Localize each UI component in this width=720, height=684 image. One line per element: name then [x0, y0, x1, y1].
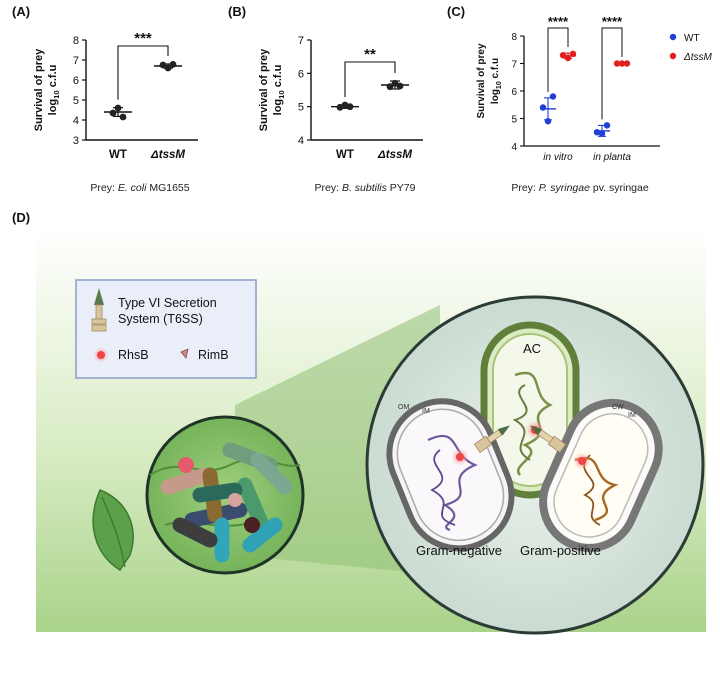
rhsb-core — [97, 351, 105, 359]
y-tick-label: 4 — [73, 115, 79, 127]
y-axis-label-line2: log10 c.f.u — [47, 65, 61, 116]
data-point — [114, 104, 122, 112]
data-point — [109, 109, 117, 117]
label-ac: AC — [523, 341, 541, 356]
x-tick-label-0: in vitro — [543, 152, 573, 163]
legend-wt-marker — [669, 33, 677, 41]
gram-positive-cell: CW IM Gram-positive — [520, 398, 663, 558]
t6ss-syringe-left — [473, 425, 511, 453]
data-point — [623, 60, 631, 67]
rimb-icon — [180, 348, 189, 359]
gram-negative-cell: OM IM Gram-negative — [386, 398, 515, 558]
diagram-d: Type VI Secretion System (T6SS) RhsB Rim… — [36, 230, 706, 635]
y-tick-label: 6 — [511, 87, 517, 98]
legend-t6ss-line1: Type VI Secretion — [118, 296, 217, 310]
data-point — [386, 83, 394, 91]
x-tick-label-1: ΔtssM — [377, 149, 412, 161]
data-point — [618, 60, 626, 67]
x-tick-label-0: WT — [336, 149, 354, 161]
y-tick-label: 7 — [511, 60, 517, 71]
y-tick-label: 8 — [511, 32, 517, 43]
caption-b: Prey: B. subtilis PY79 — [314, 182, 416, 194]
significance-label: **** — [548, 14, 569, 29]
panel-label-b: (B) — [228, 4, 247, 19]
diagram-legend: Type VI Secretion System (T6SS) RhsB Rim… — [75, 279, 257, 379]
y-tick-label: 6 — [73, 75, 79, 87]
y-tick-label: 4 — [298, 135, 304, 147]
panel-label-d: (D) — [12, 210, 31, 225]
significance-bracket — [547, 27, 569, 92]
data-point — [549, 93, 557, 100]
y-tick-label: 7 — [73, 55, 79, 67]
t6ss-icon — [91, 288, 107, 332]
significance-label: **** — [602, 14, 623, 29]
data-point — [593, 129, 601, 136]
x-tick-label-1: ΔtssM — [150, 149, 185, 161]
data-point — [559, 52, 567, 59]
legend-t6ss-line2: System (T6SS) — [118, 312, 203, 326]
y-axis-label-line1: Survival of prey — [476, 43, 487, 118]
label-gram-positive: Gram-positive — [520, 543, 601, 558]
leaf-icon — [92, 489, 134, 572]
data-point — [159, 61, 167, 69]
y-tick-label: 5 — [298, 102, 304, 114]
significance-label: ** — [364, 46, 376, 63]
label-cw: CW — [612, 404, 624, 411]
caption-a: Prey: E. coli MG1655 — [90, 182, 190, 194]
caption-c: Prey: P. syringae pv. syringae — [511, 182, 649, 194]
significance-label: *** — [134, 30, 152, 47]
data-point — [346, 103, 354, 111]
data-point — [569, 50, 577, 58]
y-tick-label: 3 — [73, 135, 79, 147]
data-point — [119, 113, 127, 121]
y-tick-label: 4 — [511, 142, 517, 153]
y-axis-label-line1: Survival of prey — [33, 48, 45, 131]
label-gram-negative: Gram-negative — [416, 543, 502, 558]
y-axis-label-line1: Survival of prey — [258, 48, 270, 131]
data-point — [598, 130, 606, 137]
chart-c: 4 5 6 7 8 in vitro in planta **** **** Survival o… — [476, 14, 712, 163]
bacteria-community-circle — [145, 415, 305, 575]
data-point — [169, 61, 177, 68]
legend-tssm-marker — [669, 52, 677, 60]
data-point — [164, 64, 172, 72]
data-point — [564, 54, 572, 62]
y-tick-label: 7 — [298, 35, 304, 47]
data-point — [396, 82, 404, 90]
ac-cell: AC — [480, 321, 580, 499]
significance-bracket — [344, 61, 396, 97]
legend-wt-label: WT — [684, 33, 700, 44]
data-point — [613, 60, 621, 67]
panel-label-c: (C) — [447, 4, 466, 19]
data-point — [391, 79, 399, 87]
y-tick-label: 6 — [298, 68, 304, 80]
significance-bracket — [601, 27, 623, 120]
label-im2: IM — [628, 412, 636, 419]
significance-bracket — [117, 45, 169, 100]
data-point — [544, 118, 552, 125]
y-tick-label: 8 — [73, 35, 79, 47]
legend-rimb: RimB — [198, 348, 229, 362]
panel-label-a: (A) — [12, 4, 31, 19]
x-tick-label-0: WT — [109, 149, 127, 161]
legend-tssm-label: ΔtssM — [683, 52, 712, 63]
y-axis-label-line2: log10 c.f.u — [272, 65, 286, 116]
y-axis-label-line2: log10 c.f.u — [490, 58, 503, 104]
label-om: OM — [398, 404, 409, 411]
y-tick-label: 5 — [511, 115, 517, 126]
y-tick-label: 5 — [73, 95, 79, 107]
legend-rhsb: RhsB — [118, 348, 149, 362]
label-im: IM — [422, 408, 430, 415]
data-point — [539, 104, 547, 111]
t6ss-syringe-right — [529, 425, 567, 453]
x-tick-label-1: in planta — [593, 152, 631, 163]
data-point — [603, 122, 611, 129]
